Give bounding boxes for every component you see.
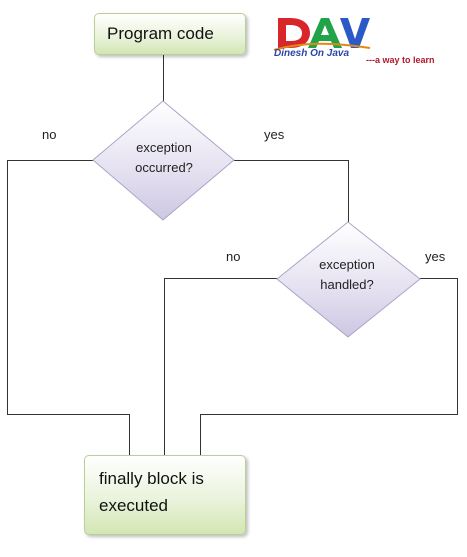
connector-handled-no bbox=[164, 278, 277, 456]
edge-label-occurred-no: no bbox=[42, 127, 57, 142]
decision-text-line: exception bbox=[136, 140, 192, 155]
process-box-label-line: finally block is bbox=[99, 469, 204, 488]
decision-diamond-exception-handled bbox=[276, 221, 421, 338]
decision-diamond-exception-occurred bbox=[92, 100, 235, 221]
decision-text-line: exception bbox=[319, 257, 375, 272]
edge-label-handled-no: no bbox=[226, 249, 241, 264]
connector-occurred-yes bbox=[234, 160, 349, 222]
edge-label-handled-yes: yes bbox=[425, 249, 446, 264]
logo-tagline: ---a way to learn bbox=[366, 55, 435, 65]
logo-site-name: Dinesh On Java bbox=[274, 48, 350, 59]
decision-text-line: handled? bbox=[320, 277, 374, 292]
connector-handled-yes bbox=[200, 278, 458, 456]
connector-occurred-no bbox=[7, 160, 130, 456]
process-box-finally-executed: finally block is executed bbox=[84, 455, 246, 535]
decision-exception-handled-text: exception handled? bbox=[290, 255, 404, 295]
decision-exception-occurred-text: exception occurred? bbox=[104, 138, 224, 178]
process-box-program-code: Program code bbox=[94, 13, 246, 55]
process-box-label-line: executed bbox=[99, 496, 168, 515]
process-box-label: Program code bbox=[107, 24, 214, 43]
edge-label-occurred-yes: yes bbox=[264, 127, 285, 142]
decision-text-line: occurred? bbox=[135, 160, 193, 175]
logo-mark-dav bbox=[273, 18, 371, 51]
logo: Dinesh On Java ---a way to learn bbox=[270, 12, 435, 68]
